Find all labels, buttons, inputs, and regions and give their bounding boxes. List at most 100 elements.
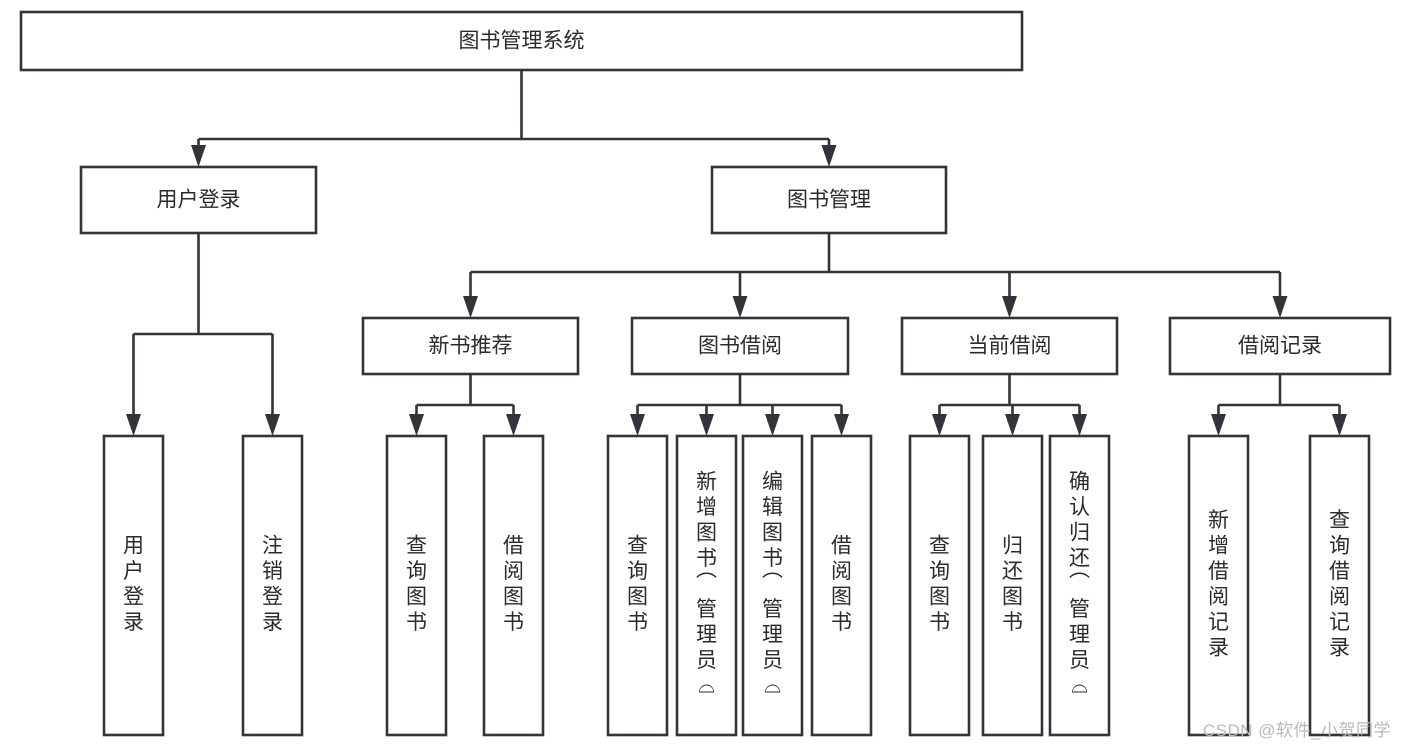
arrow-head-icon — [1005, 414, 1020, 436]
arrow-head-icon — [630, 414, 645, 436]
node-label-char: 阅 — [1329, 585, 1350, 608]
node-label-leaf9: 查询图书 — [929, 534, 950, 634]
arrow-head-icon — [932, 414, 947, 436]
node-label-leaf5: 查询图书 — [627, 534, 648, 634]
node-label-char: 新 — [696, 471, 717, 494]
node-box-leaf3[interactable] — [385, 434, 448, 737]
node-box-current[interactable] — [900, 316, 1119, 376]
node-box-leaf2[interactable] — [241, 434, 304, 737]
node-label-char: 记 — [1208, 611, 1229, 634]
node-label-char: 确 — [1069, 471, 1090, 494]
node-leaf10[interactable]: 归还图书 — [981, 434, 1044, 737]
node-bookmgmt[interactable]: 图书管理 — [710, 165, 948, 235]
node-label-leaf3: 查询图书 — [406, 534, 427, 634]
node-leaf7[interactable]: 编辑图书⌒管理员⌓ — [741, 434, 804, 737]
node-leaf11[interactable]: 确认归还⌒管理员⌓ — [1048, 434, 1111, 737]
node-leaf13[interactable]: 查询借阅记录 — [1308, 434, 1371, 737]
node-leaf1[interactable]: 用户登录 — [102, 434, 165, 737]
node-leaf6[interactable]: 新增图书⌒管理员⌓ — [675, 434, 738, 737]
node-label-char: 录 — [1329, 636, 1350, 659]
node-label-char: 查 — [406, 534, 427, 557]
node-label-root: 图书管理系统 — [459, 30, 585, 53]
nodes-layer: 图书管理系统用户登录图书管理新书推荐图书借阅当前借阅借阅记录用户登录注销登录查询… — [19, 10, 1392, 737]
node-leaf3[interactable]: 查询图书 — [385, 434, 448, 737]
node-newbook[interactable]: 新书推荐 — [361, 316, 580, 376]
node-box-leaf1[interactable] — [102, 434, 165, 737]
node-box-root[interactable] — [19, 10, 1024, 72]
node-label-char: 询 — [929, 560, 950, 583]
node-label-leaf11: 确认归还⌒管理员⌓ — [1069, 471, 1090, 698]
node-label-char: 借 — [1208, 560, 1229, 583]
arrow-head-icon — [765, 414, 780, 436]
node-box-leaf5[interactable] — [606, 434, 669, 737]
node-label-char: 询 — [1329, 534, 1350, 557]
node-label-char: 归 — [1002, 534, 1023, 557]
node-box-leaf8[interactable] — [810, 434, 873, 737]
node-label-char: 管 — [762, 598, 783, 621]
node-box-leaf9[interactable] — [908, 434, 971, 737]
node-box-newbook[interactable] — [361, 316, 580, 376]
node-label-char: 录 — [262, 611, 283, 634]
node-label-char: 图 — [503, 585, 524, 608]
node-box-bookmgmt[interactable] — [710, 165, 948, 235]
node-label-char: 查 — [627, 534, 648, 557]
node-label-char: ⌒ — [1069, 573, 1090, 596]
node-leaf5[interactable]: 查询图书 — [606, 434, 669, 737]
node-login[interactable]: 用户登录 — [79, 165, 318, 235]
node-box-leaf4[interactable] — [482, 434, 545, 737]
node-box-leaf10[interactable] — [981, 434, 1044, 737]
node-label-char: 销 — [262, 560, 283, 583]
node-label-char: 理 — [1069, 624, 1090, 647]
node-box-login[interactable] — [79, 165, 318, 235]
node-box-leaf11[interactable] — [1048, 434, 1111, 737]
node-leaf12[interactable]: 新增借阅记录 — [1187, 434, 1250, 737]
node-label-char: 户 — [123, 560, 144, 583]
node-label-char: 借 — [503, 534, 524, 557]
node-label-char: 阅 — [503, 560, 524, 583]
node-label-char: 阅 — [831, 560, 852, 583]
arrow-head-icon — [265, 414, 280, 436]
node-label-char: 询 — [406, 560, 427, 583]
node-borrow[interactable]: 图书借阅 — [630, 316, 850, 376]
node-leaf9[interactable]: 查询图书 — [908, 434, 971, 737]
node-label-char: 理 — [696, 624, 717, 647]
node-label-char: 还 — [1002, 560, 1023, 583]
node-label-char: 书 — [406, 611, 427, 634]
node-label-char: 录 — [1208, 636, 1229, 659]
node-label-records: 借阅记录 — [1238, 335, 1322, 358]
node-box-leaf7[interactable] — [741, 434, 804, 737]
node-box-borrow[interactable] — [630, 316, 850, 376]
node-label-borrow: 图书借阅 — [698, 335, 782, 358]
node-box-leaf13[interactable] — [1308, 434, 1371, 737]
node-leaf8[interactable]: 借阅图书 — [810, 434, 873, 737]
node-label-leaf7: 编辑图书⌒管理员⌓ — [762, 471, 783, 698]
node-label-char: 借 — [1329, 560, 1350, 583]
node-label-char: 图 — [1002, 585, 1023, 608]
arrow-head-icon — [1072, 414, 1087, 436]
node-leaf2[interactable]: 注销登录 — [241, 434, 304, 737]
node-label-current: 当前借阅 — [968, 335, 1052, 358]
node-label-char: 书 — [1002, 611, 1023, 634]
edges-layer — [126, 70, 1347, 436]
node-current[interactable]: 当前借阅 — [900, 316, 1119, 376]
arrow-head-icon — [834, 414, 849, 436]
node-label-char: 用 — [123, 534, 144, 557]
node-label-char: 书 — [627, 611, 648, 634]
node-label-leaf10: 归还图书 — [1002, 534, 1023, 634]
node-box-records[interactable] — [1168, 316, 1392, 376]
node-leaf4[interactable]: 借阅图书 — [482, 434, 545, 737]
node-box-leaf12[interactable] — [1187, 434, 1250, 737]
node-records[interactable]: 借阅记录 — [1168, 316, 1392, 376]
node-box-leaf6[interactable] — [675, 434, 738, 737]
node-label-char: ⌓ — [1071, 675, 1088, 698]
node-label-char: 登 — [262, 585, 283, 608]
arrow-head-icon — [191, 145, 206, 167]
node-label-char: 新 — [1208, 509, 1229, 532]
arrow-head-icon — [1002, 296, 1017, 318]
node-label-leaf12: 新增借阅记录 — [1208, 509, 1229, 660]
node-label-bookmgmt: 图书管理 — [787, 189, 871, 212]
node-label-char: 图 — [762, 522, 783, 545]
node-root[interactable]: 图书管理系统 — [19, 10, 1024, 72]
